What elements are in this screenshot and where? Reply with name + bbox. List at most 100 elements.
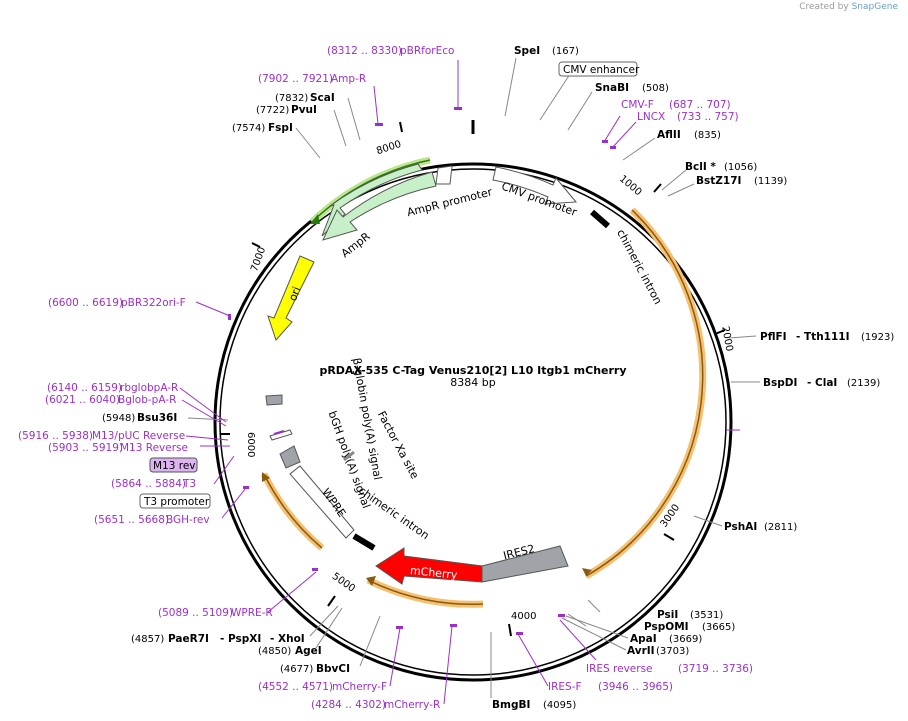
- backbone-inner: [219, 168, 727, 676]
- label-snabi[interactable]: SnaBI: [595, 82, 629, 94]
- label-pbr322-pos: (6600 .. 6619): [48, 297, 123, 309]
- label-aflii-pos: (835): [694, 130, 721, 141]
- label-m13puc-pos: (5916 .. 5938): [18, 430, 93, 442]
- label-bstz17i-pos: (1139): [754, 176, 787, 187]
- feature-mcherry[interactable]: mCherry: [375, 547, 483, 585]
- label-pspomi-pos: (3665): [702, 622, 735, 633]
- label-wprer-pos: (5089 .. 5109): [158, 607, 233, 619]
- label-t3-pos: (5864 .. 5884): [111, 478, 186, 490]
- label-aflii[interactable]: AflII: [657, 129, 681, 141]
- label-psii[interactable]: PsiI: [657, 609, 678, 621]
- backbone-outer: [213, 162, 733, 682]
- label-fspi-pos: (7574): [232, 123, 265, 134]
- label-pspxi[interactable]: - PspXI: [220, 633, 261, 645]
- svg-text:1000: 1000: [617, 173, 644, 198]
- label-paer7i[interactable]: PaeR7I: [168, 633, 209, 645]
- label-pvui-pos: (7722): [256, 105, 289, 116]
- label-bmgbi[interactable]: BmgBI: [492, 699, 530, 711]
- label-bghrev-pos: (5651 .. 5668): [94, 514, 169, 526]
- orf-arcs: [260, 156, 707, 608]
- label-m13rev-pos: (5903 .. 5919): [48, 442, 123, 454]
- label-scai[interactable]: ScaI: [310, 92, 335, 104]
- label-rbglob: rbglobpA-R: [120, 382, 178, 394]
- label-rbglob-pos: (6140 .. 6159): [47, 382, 122, 394]
- plasmid-name: pRDAX-535 C-Tag Venus210[2] L10 Itgb1 mC…: [319, 364, 626, 377]
- svg-text:mCherry: mCherry: [409, 564, 458, 582]
- label-pbrforeco-pos: (8312 .. 8330): [327, 45, 402, 57]
- label-ires-reverse: IRES reverse: [586, 663, 653, 675]
- label-spei[interactable]: SpeI: [514, 45, 540, 57]
- svg-text:6000: 6000: [245, 432, 256, 457]
- feature-chimeric-intron-1[interactable]: chimeric intron: [590, 209, 665, 307]
- label-tth111i[interactable]: - Tth111I: [796, 331, 850, 343]
- label-ires-reverse-pos: (3719 .. 3736): [678, 663, 753, 675]
- label-bglob: Bglob-pA-R: [118, 394, 176, 406]
- label-pspomi[interactable]: PspOMI: [644, 621, 689, 633]
- label-mcherryf: mCherry-F: [332, 681, 387, 693]
- label-apai-pos: (3669): [669, 634, 702, 645]
- label-bstz17i[interactable]: BstZ17I: [696, 175, 741, 187]
- leader-lines: [187, 57, 760, 698]
- feature-cmv-promoter[interactable]: CMV promoter: [492, 166, 579, 219]
- label-fspi[interactable]: FspI: [268, 122, 293, 134]
- label-t3: T3: [182, 478, 196, 490]
- label-ampr-primer: Amp-R: [331, 73, 366, 85]
- label-bsu36i-pos: (5948): [102, 413, 135, 424]
- label-spei-pos: (167): [552, 46, 579, 57]
- label-cmv-enhancer: CMV enhancer: [563, 64, 640, 76]
- label-agei[interactable]: AgeI: [295, 645, 322, 657]
- small-marks-6000: [269, 429, 293, 441]
- plasmid-length: 8384 bp: [450, 376, 495, 389]
- label-bcli-pos: (1056): [724, 162, 757, 173]
- t3-promoter-box[interactable]: [139, 493, 211, 509]
- label-bsu36i[interactable]: Bsu36I: [137, 412, 177, 424]
- label-mcherryf-pos: (4552 .. 4571): [258, 681, 333, 693]
- label-bghrev: BGH-rev: [166, 514, 210, 526]
- svg-text:8000: 8000: [375, 139, 403, 157]
- label-m13rev: M13 Reverse: [120, 442, 188, 454]
- svg-text:ori: ori: [286, 285, 303, 303]
- label-scai-pos: (7832): [275, 93, 308, 104]
- label-bglob-pos: (6021 .. 6040): [45, 394, 120, 406]
- label-bspdi-pos: (2139): [847, 378, 880, 389]
- label-clai[interactable]: - ClaI: [807, 377, 837, 389]
- label-pflfi-pos: (1923): [861, 332, 894, 343]
- label-mcherryr: mCherry-R: [384, 699, 440, 711]
- label-bmgbi-pos: (4095): [543, 700, 576, 711]
- label-paer7i-pos: (4857): [131, 634, 164, 645]
- label-bbvci-pos: (4677): [280, 664, 313, 675]
- label-psii-pos: (3531): [690, 610, 723, 621]
- label-agei-pos: (4850): [258, 646, 291, 657]
- snapgene-logo: SnapGene: [851, 2, 898, 12]
- feature-ampr-promoter[interactable]: AmpR promoter: [406, 165, 494, 219]
- label-bspdi[interactable]: BspDI: [763, 377, 797, 389]
- label-m13puc: M13/pUC Reverse: [92, 430, 185, 442]
- label-pbr322: pBR322ori-F: [121, 297, 186, 309]
- m13-rev-box[interactable]: [149, 457, 198, 473]
- primer-lines: [179, 60, 740, 705]
- label-ampr-primer-pos: (7902 .. 7921): [258, 73, 333, 85]
- cmv-enhancer-box[interactable]: [558, 61, 638, 77]
- snapgene-credit: Created by SnapGene: [799, 2, 898, 12]
- label-pbrforeco: pBRforEco: [400, 45, 454, 57]
- label-pshai-pos: (2811): [764, 522, 797, 533]
- label-lncx-pos: (733 .. 757): [677, 111, 739, 123]
- label-bbvci[interactable]: BbvCI: [316, 663, 350, 675]
- label-xhoi[interactable]: - XhoI: [270, 633, 305, 645]
- label-t3-promoter: T3 promoter: [143, 496, 210, 508]
- label-bcli[interactable]: BclI *: [685, 161, 716, 173]
- label-mcherryr-pos: (4284 .. 4302): [311, 699, 386, 711]
- label-iresf: IRES-F: [548, 681, 582, 693]
- label-pflfi[interactable]: PflFI: [760, 331, 787, 343]
- feature-ires2[interactable]: IRES2: [481, 542, 569, 583]
- label-cmvf-pos: (687 .. 707): [669, 99, 731, 111]
- label-m13-rev: M13 rev: [153, 460, 196, 472]
- feature-ori[interactable]: ori: [267, 255, 315, 341]
- label-pshai[interactable]: PshAI: [724, 521, 757, 533]
- svg-text:4000: 4000: [511, 611, 536, 622]
- label-avrii[interactable]: AvrII: [627, 645, 655, 657]
- svg-text:5000: 5000: [330, 571, 357, 595]
- label-pvui[interactable]: PvuI: [291, 104, 317, 116]
- label-apai[interactable]: ApaI: [630, 633, 657, 645]
